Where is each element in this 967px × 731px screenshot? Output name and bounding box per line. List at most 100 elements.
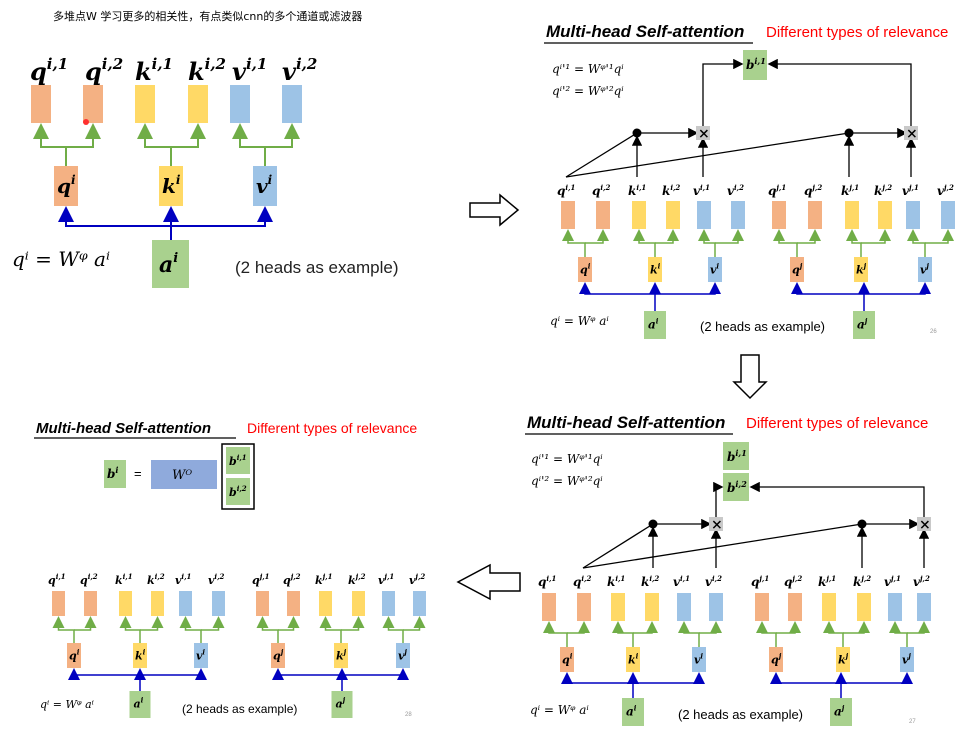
p2-label-q-j2: qj,2 [804, 183, 822, 198]
chinese-note: 多堆点W 学习更多的相关性，有点类似cnn的多个通道或滤波器 [53, 9, 362, 23]
label-ai: ai [159, 251, 178, 278]
p2-label-v-j1: vj,1 [902, 183, 919, 198]
p2-box-q-i2 [596, 201, 610, 229]
panel-1: qi,1 qi,2 ki,1 ki,2 vi,1 vi,2 qi [12, 55, 398, 288]
box-k-i1 [135, 85, 155, 123]
hollow-arrow-down [732, 354, 768, 400]
p3-box-k-i2 [645, 593, 659, 621]
p4-box-aj [331, 691, 353, 718]
p2-label-aj: aj [857, 316, 868, 331]
box-ki [159, 166, 183, 206]
p3-dot-1 [648, 519, 658, 529]
panel1-head-labels: qi,1 qi,2 ki,1 ki,2 vi,1 vi,2 [30, 55, 317, 86]
p4-caption: (2 heads as example) [182, 702, 297, 716]
p2-box-aj [853, 311, 875, 339]
p2-label-k-j1: kj,1 [841, 183, 859, 198]
p4-box-q-j1 [256, 591, 269, 616]
p4-box-vj [396, 643, 410, 668]
p3-box-aj [830, 698, 852, 726]
p4-label-k-j1: kj,1 [315, 572, 332, 587]
p4-label-vj: vj [398, 647, 407, 662]
p2-formula: qⁱ = Wᵠ aⁱ [550, 314, 609, 328]
p3-label-b-i1: bi,1 [727, 448, 747, 464]
panel2-subtitle: Different types of relevance [766, 24, 948, 41]
p3-box-b-i1 [723, 442, 749, 470]
label-v-i1: vi,1 [232, 55, 267, 86]
p2-mult-1-sign: × [698, 126, 710, 142]
p3-box-q-i2 [577, 593, 591, 621]
p4-box-vi [194, 643, 208, 668]
p4-box-v-j1 [382, 591, 395, 616]
p4-box-k-j1 [319, 591, 332, 616]
p2-dot-2 [844, 128, 854, 138]
p2-label-ki: ki [650, 261, 661, 276]
p3-formula: qⁱ = Wᵠ aⁱ [530, 703, 589, 717]
p3-box-ai [622, 698, 644, 726]
p2-caption: (2 heads as example) [700, 319, 825, 334]
panel-2: Multi-head Self-attention Different type… [544, 22, 948, 178]
p3-box-v-i1 [677, 593, 691, 621]
box-q-i1 [31, 85, 51, 123]
p2-label-v-i1: vi,1 [693, 183, 710, 198]
p3-mult-1-sign: × [711, 517, 723, 533]
panel3-eq2: qⁱ'² = Wᵠ'²qⁱ [531, 474, 603, 488]
p3-label-q-j2: qj,2 [784, 574, 802, 589]
p4-box-v-j2 [413, 591, 426, 616]
label-q-i1: qi,1 [30, 55, 68, 86]
p3-label-q-i2: qi,2 [573, 574, 591, 589]
p4-label-q-i2: qi,2 [80, 572, 98, 587]
p3-label-qi: qi [562, 651, 573, 666]
p4-box-q-i1 [52, 591, 65, 616]
box-q-i2 [83, 85, 103, 123]
p3-mult-2-sign: × [919, 517, 931, 533]
label-k-i1: ki,1 [135, 55, 173, 86]
p4-label-wo: Wᴼ [172, 468, 192, 483]
p2-label-q-j1: qj,1 [768, 183, 786, 198]
label-qi: qi [57, 173, 76, 198]
p4-formula: qⁱ = Wᵠ aⁱ [40, 698, 94, 711]
panel-3: Multi-head Self-attention Different type… [525, 413, 931, 569]
p3-page-number: 27 [909, 719, 916, 725]
p4-equals: = [134, 466, 142, 481]
p2-box-vj [918, 257, 932, 282]
p4-box-b-i2 [226, 478, 250, 505]
p2-label-q-i2: qi,2 [592, 183, 610, 198]
box-k-i2 [188, 85, 208, 123]
p3-label-q-j1: qj,1 [751, 574, 769, 589]
panel-4: Multi-head Self-attention Different type… [34, 420, 417, 510]
p2-label-vj: vj [920, 261, 929, 276]
p3-label-v-j2: vj,2 [913, 574, 930, 589]
panel1-blue-arrows [58, 206, 273, 240]
p4-label-aj: aj [336, 696, 346, 711]
panel3-title: Multi-head Self-attention [527, 413, 725, 432]
p3-label-k-j2: kj,2 [853, 574, 871, 589]
p3-label-k-i1: ki,1 [607, 574, 625, 589]
label-v-i2: vi,2 [282, 55, 317, 86]
p2-label-v-j2: vj,2 [937, 183, 954, 198]
panel1-caption: (2 heads as example) [235, 258, 398, 277]
panel2-eq2: qⁱ'² = Wᵠ'²qⁱ [552, 84, 624, 98]
p4-label-k-i1: ki,1 [115, 572, 133, 587]
box-ai [152, 240, 189, 288]
red-pointer-dot [83, 119, 89, 125]
p2-box-q-j1 [772, 201, 786, 229]
p4-box-qi [67, 643, 81, 668]
p4-box-qj [271, 643, 285, 668]
p4-label-b-i: bi [107, 465, 118, 481]
p4-label-qi: qi [69, 647, 80, 662]
p2-box-ai [644, 311, 666, 339]
p4-label-v-j2: vj,2 [409, 572, 425, 587]
panel3-eq1: qⁱ'¹ = Wᵠ'¹qⁱ [531, 452, 603, 466]
p3-box-v-j2 [917, 593, 931, 621]
p4-label-k-j2: kj,2 [348, 572, 366, 587]
p4-box-kj [334, 643, 348, 668]
p4-label-v-i1: vi,1 [175, 572, 191, 587]
hollow-arrow-right [469, 193, 520, 227]
p3-mult-1 [709, 517, 723, 531]
p2-box-kj [854, 257, 868, 282]
p4-concat-frame [221, 443, 255, 510]
p3-box-q-j1 [755, 593, 769, 621]
